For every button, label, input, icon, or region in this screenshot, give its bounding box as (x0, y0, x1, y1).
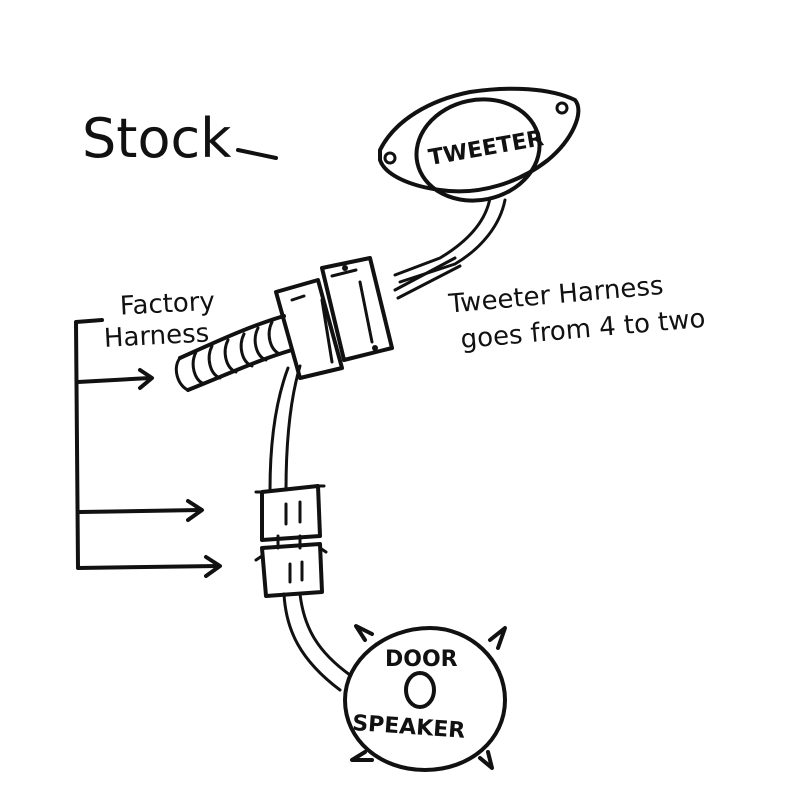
title-underline (236, 148, 278, 160)
inline-connector-lower (254, 542, 328, 598)
speaker-tab-top-left (354, 624, 374, 642)
speaker-tab-bottom-right (478, 750, 494, 770)
tweeter-label: TWEETER (427, 126, 546, 171)
door-speaker: DOOR SPEAKER (343, 624, 507, 772)
factory-harness-label-line2: Harness (103, 318, 210, 353)
tweeter-wires (393, 196, 507, 300)
speaker-tab-bottom-left (350, 750, 374, 762)
factory-harness-loom (174, 314, 294, 392)
inline-connector-upper (254, 484, 326, 542)
arrow-to-factory-harness (76, 376, 152, 384)
door-speaker-wires (268, 364, 352, 692)
door-speaker-body (343, 626, 507, 772)
speaker-tab-top-right (488, 626, 507, 650)
diagram-title: Stock (82, 107, 232, 170)
speaker-label: SPEAKER (351, 711, 466, 744)
tweeter: TWEETER (378, 86, 581, 203)
factory-harness-label-line1: Factory (119, 287, 215, 322)
harness-bracket (74, 318, 222, 578)
speaker-center-cap (404, 671, 436, 709)
tweeter-mount-hole-left (383, 151, 397, 165)
arrow-to-inline-connector-lower (204, 555, 222, 578)
door-label: DOOR (385, 647, 458, 672)
tweeter-harness-connector (274, 256, 394, 380)
arrow-to-inline-connector-upper (78, 508, 202, 514)
tweeter-mount-hole-right (555, 101, 569, 115)
